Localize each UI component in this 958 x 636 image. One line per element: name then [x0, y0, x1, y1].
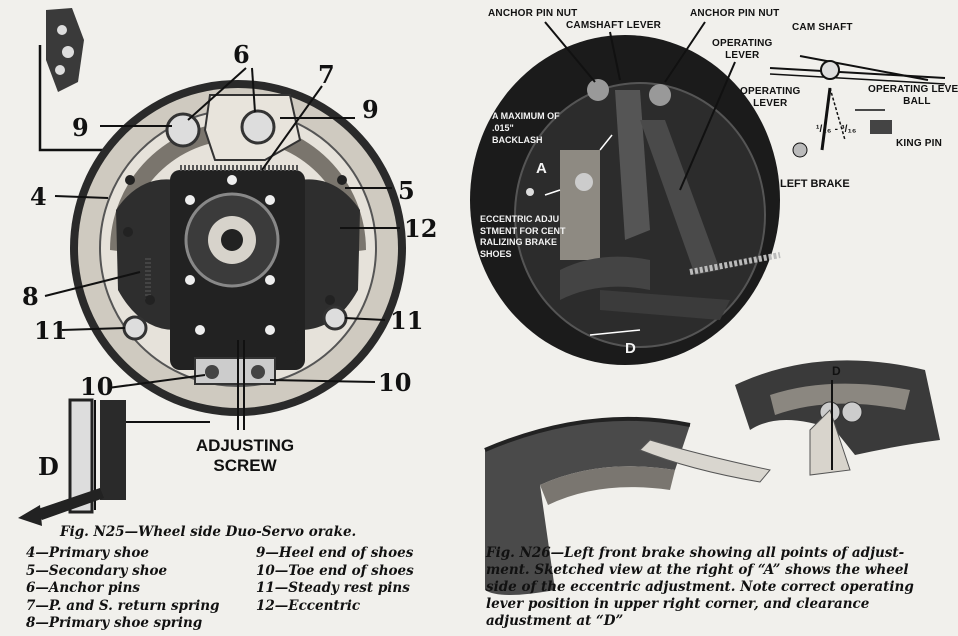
adjusting-screw-label-line1: ADJUSTING [195, 436, 295, 455]
right-leader-lines [544, 21, 929, 191]
callout-8: 8 [22, 282, 39, 311]
eccentric-cam [560, 150, 600, 260]
left-leader-lines [44, 67, 400, 430]
callout-12: 12 [404, 214, 438, 243]
callout-4: 4 [30, 182, 47, 211]
label-clearance-values: ¹/₁₆ - ³/₁₆ [816, 124, 857, 135]
hub-bolts [185, 175, 275, 335]
label-d-marker-inset: D [832, 364, 841, 378]
legend-item: 6—Anchor pins [26, 580, 141, 596]
label-operating-lever-ball: OPERATING LEVER BALL [868, 84, 958, 107]
label-operating-lever-mid: OPERATING LEVER [740, 86, 801, 109]
secondary-shoe-web [300, 179, 360, 330]
adjusting-spring [689, 252, 781, 275]
adjusting-screw-label-line2: SCREW [213, 456, 277, 475]
label-backlash: A MAXIMUM OF .015" BACKLASH [492, 111, 560, 145]
operating-linkage [615, 90, 650, 240]
label-camshaft-lever: CAMSHAFT LEVER [566, 20, 662, 31]
label-king-pin: KING PIN [896, 138, 943, 149]
legend-item: 7—P. and S. return spring [26, 597, 220, 614]
callout-9-left: 9 [72, 113, 89, 142]
callout-6: 6 [233, 40, 250, 69]
anchor-plate-inset [46, 8, 84, 92]
drum-segment-bottom-left [484, 416, 771, 595]
legend-item: 9—Heel end of shoes [256, 545, 414, 561]
label-cam-shaft: CAM SHAFT [792, 22, 853, 33]
callout-11-right: 11 [390, 306, 424, 335]
callout-10-right: 10 [378, 368, 412, 397]
label-anchor-pin-nut-right: ANCHOR PIN NUT [690, 8, 780, 19]
anchor-pin-right [240, 109, 276, 145]
label-eccentric-adjustment: ECCENTRIC ADJU STMENT FOR CENT RALIZING … [480, 214, 566, 259]
fig-n25-legend-right: 9—Heel end of shoes 10—Toe end of shoes … [256, 545, 414, 615]
operating-lever-sketch [769, 60, 946, 158]
legend-item: 12—Eccentric [256, 597, 361, 614]
fig-n26-caption: Fig. N26—Left front brake showing all po… [486, 545, 914, 629]
fig-n25-legend-left: 4—Primary shoe 5—Secondary shoe 6—Anchor… [26, 545, 220, 633]
legend-item: 8—Primary shoe spring [26, 615, 203, 631]
legend-item: 11—Steady rest pins [256, 580, 410, 596]
shoe-lining-top [110, 122, 366, 252]
drum-clearance-inset [18, 398, 126, 526]
drum-segment-bottom-right [735, 360, 940, 476]
legend-item: 10—Toe end of shoes [256, 562, 414, 579]
eccentric-screw-a [526, 188, 534, 196]
anchor-pin-left [165, 112, 201, 148]
callout-11-left: 11 [34, 316, 68, 345]
fig-n25-caption: Fig. N25—Wheel side Duo-Servo orake. [60, 524, 357, 540]
primary-shoe-web [116, 179, 175, 330]
backing-plate-rivets [123, 175, 347, 350]
label-a-marker: A [536, 160, 547, 177]
label-left-brake: LEFT BRAKE [780, 178, 850, 190]
callout-10-left: 10 [80, 372, 114, 401]
label-d-marker: D [625, 340, 636, 357]
callout-d: D [38, 452, 59, 481]
callout-5: 5 [398, 176, 415, 205]
callout-9-right: 9 [362, 95, 379, 124]
adjusting-screw-label: ADJUSTING SCREW [195, 436, 295, 476]
legend-item: 4—Primary shoe [26, 545, 149, 561]
label-anchor-pin-nut-left: ANCHOR PIN NUT [488, 8, 578, 19]
callout-7: 7 [318, 60, 335, 89]
legend-item: 5—Secondary shoe [26, 562, 168, 579]
label-operating-lever-top: OPERATING LEVER [712, 38, 773, 61]
